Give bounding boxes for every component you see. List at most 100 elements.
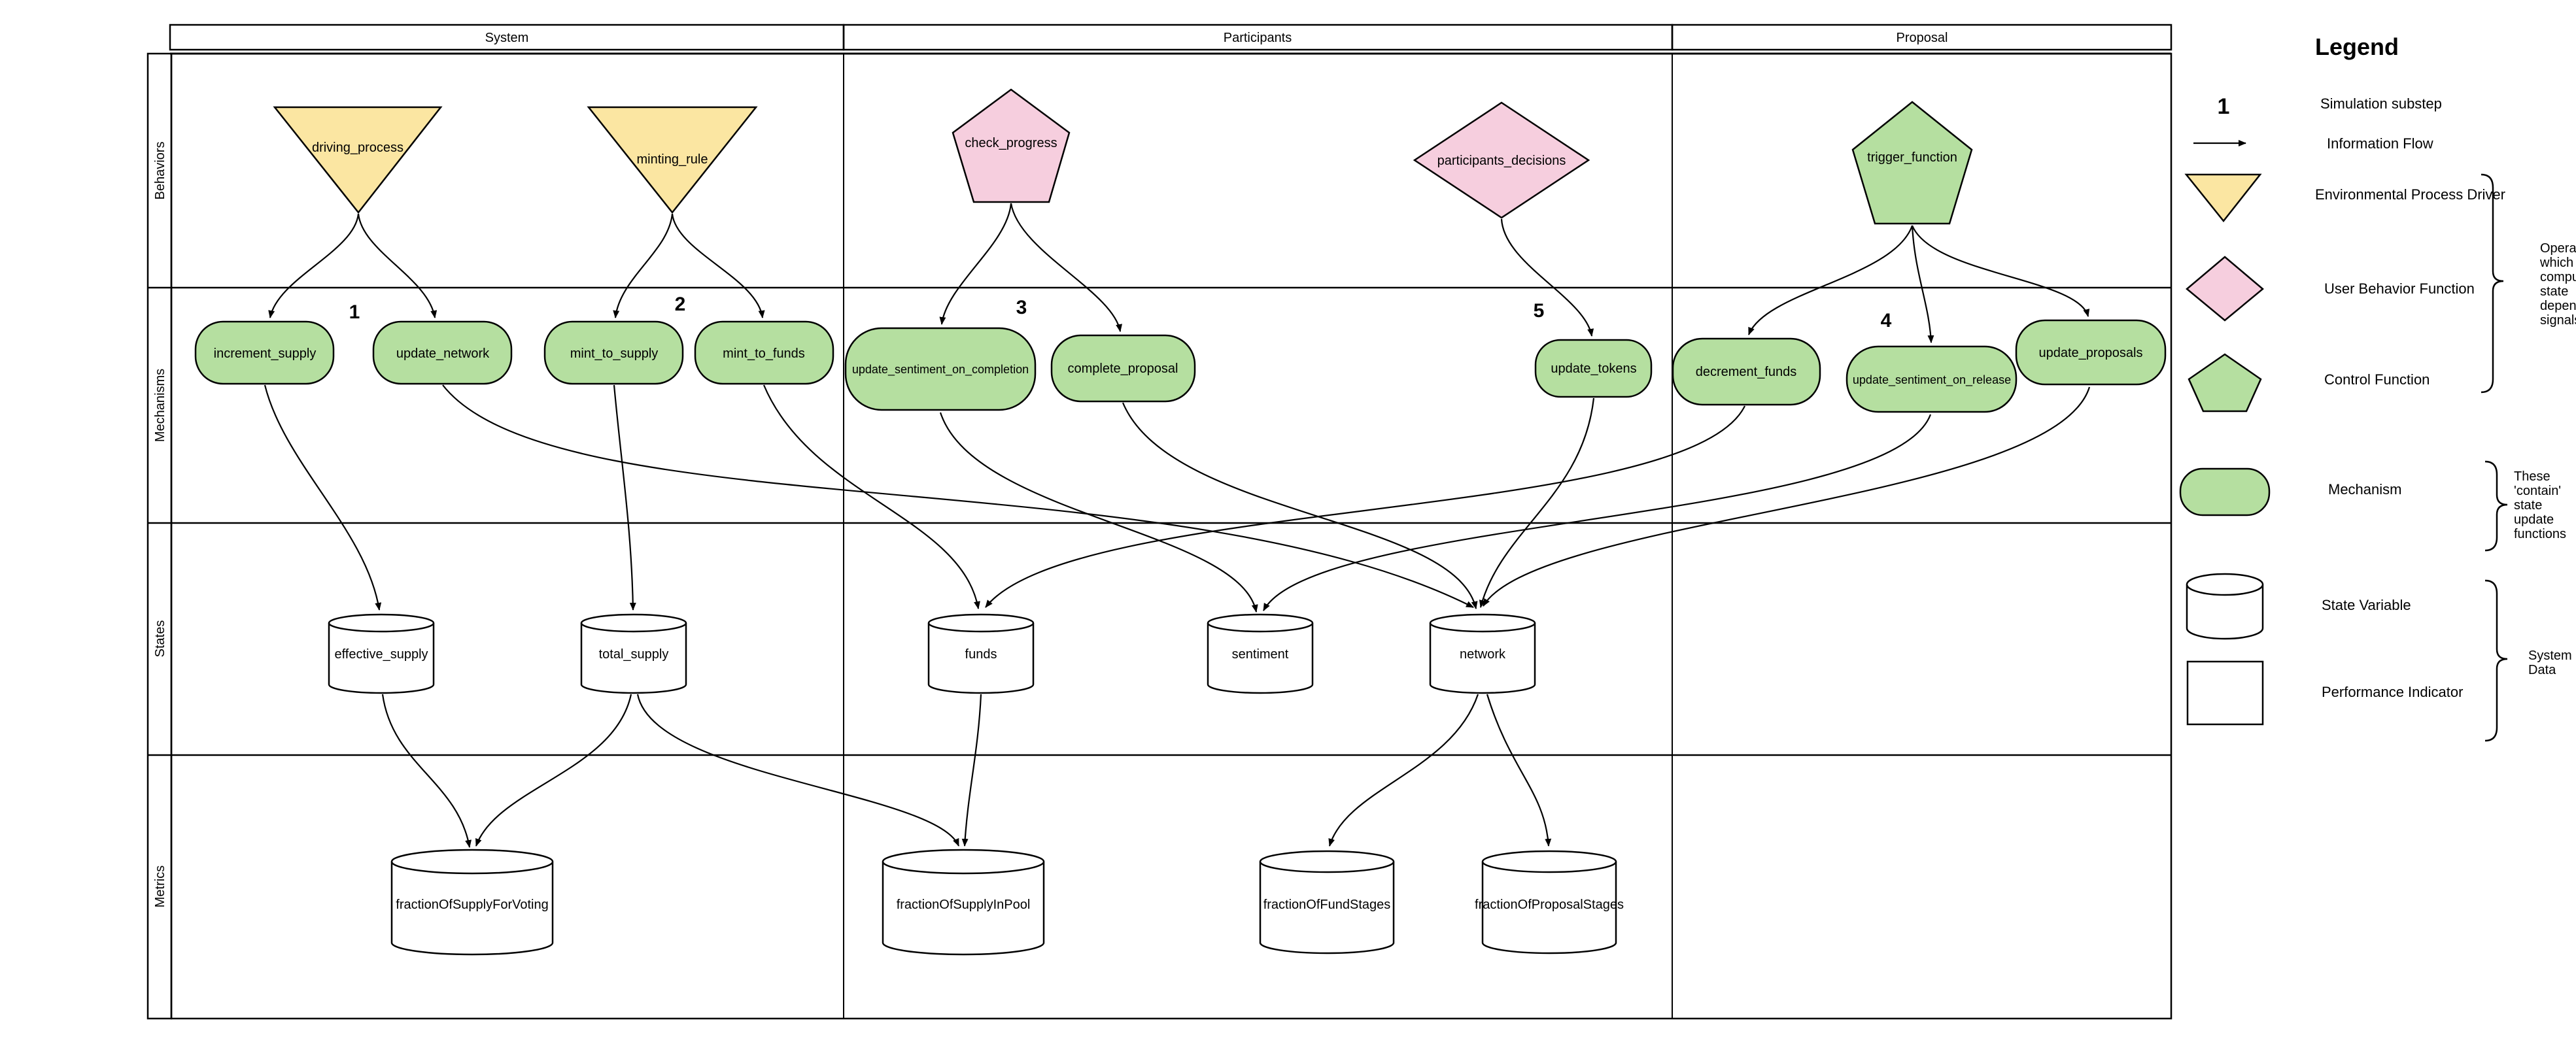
column-header-proposal-label: Proposal bbox=[1897, 31, 1948, 45]
node-fraction-of-proposal-stages-label: fractionOfProposalStages bbox=[1475, 898, 1624, 912]
legend: Legend 1 Simulation substep Information … bbox=[2179, 33, 2576, 742]
node-network[interactable]: network bbox=[1429, 613, 1536, 694]
edge-trigger_function-update_sentiment_on_release bbox=[1911, 225, 1934, 343]
node-decrement-funds[interactable] bbox=[1672, 337, 1821, 406]
edge-driving_process-increment_supply bbox=[268, 213, 360, 318]
edge-network-fractionOfProposalStages bbox=[1486, 694, 1552, 847]
state-nodes: effective_supply total_supply funds sent… bbox=[328, 613, 1536, 694]
legend-item-simulation-substep: Simulation substep bbox=[2320, 95, 2442, 112]
contain-note-line: 'contain' bbox=[2514, 484, 2561, 498]
state-variable-icon bbox=[2186, 573, 2264, 640]
node-participants-decisions-label: participants_decisions bbox=[1437, 154, 1566, 168]
lane-label-behaviors: Behaviors bbox=[153, 142, 167, 200]
node-sentiment[interactable]: sentiment bbox=[1207, 613, 1314, 694]
legend-item-mechanism: Mechanism bbox=[2328, 481, 2401, 498]
system-data-brace bbox=[2484, 579, 2508, 742]
node-mint-to-funds[interactable] bbox=[694, 320, 834, 385]
edge-update_tokens-network bbox=[1479, 397, 1595, 608]
legend-item-information-flow: Information Flow bbox=[2327, 135, 2433, 152]
legend-item-user-behavior-function: User Behavior Function bbox=[2324, 280, 2475, 297]
edge-mint_to_funds-funds bbox=[763, 384, 980, 609]
edge-effective_supply-fractionOfSupplyForVoting bbox=[381, 694, 472, 848]
node-update-network[interactable] bbox=[372, 320, 513, 385]
node-effective-supply-label: effective_supply bbox=[334, 647, 428, 662]
node-funds[interactable]: funds bbox=[927, 613, 1035, 694]
mechanism-nodes: increment_supply update_network mint_to_… bbox=[194, 319, 2167, 413]
node-minting-rule[interactable] bbox=[587, 106, 758, 214]
system-data-note: System Data bbox=[2528, 649, 2572, 677]
edge-driving_process-update_network bbox=[357, 213, 438, 318]
node-participants-decisions[interactable] bbox=[1413, 101, 1590, 219]
substep-4: 4 bbox=[1881, 310, 1892, 331]
contain-note-line: functions bbox=[2514, 527, 2566, 541]
edge-funds-fractionOfSupplyInPool bbox=[961, 694, 982, 847]
edge-minting_rule-mint_to_supply bbox=[613, 213, 674, 318]
node-update-sentiment-on-release-label: update_sentiment_on_release bbox=[1853, 373, 2011, 387]
edge-complete_proposal-network bbox=[1122, 402, 1478, 609]
node-check-progress[interactable] bbox=[952, 88, 1071, 203]
node-increment-supply[interactable] bbox=[194, 320, 335, 385]
node-mint-to-supply[interactable] bbox=[543, 320, 684, 385]
node-update-sentiment-on-completion[interactable] bbox=[844, 327, 1037, 411]
legend-item-state-variable: State Variable bbox=[2322, 597, 2411, 613]
column-header-system-label: System bbox=[485, 31, 529, 45]
behavior-nodes: driving_process minting_rule check_progr… bbox=[273, 88, 1973, 225]
substep-3: 3 bbox=[1016, 297, 1027, 318]
node-fraction-of-fund-stages[interactable]: fractionOfFundStages bbox=[1259, 850, 1395, 954]
node-driving-process[interactable] bbox=[273, 106, 443, 214]
contain-note: These 'contain' state update functions bbox=[2514, 469, 2566, 541]
node-trigger-function[interactable] bbox=[1851, 101, 1973, 225]
operators-note-line: state bbox=[2540, 284, 2568, 299]
node-complete-proposal[interactable] bbox=[1050, 334, 1196, 403]
column-header-proposal bbox=[1671, 24, 2172, 51]
metric-nodes: fractionOfSupplyForVoting fractionOfSupp… bbox=[390, 849, 1624, 956]
node-total-supply-label: total_supply bbox=[599, 647, 669, 662]
information-flow-edges bbox=[264, 203, 2091, 848]
legend-item-environmental-process-driver: Environmental Process Driver bbox=[2315, 186, 2505, 203]
node-increment-supply-label: increment_supply bbox=[214, 346, 317, 361]
edge-check_progress-complete_proposal bbox=[1010, 203, 1122, 332]
substep-2: 2 bbox=[675, 294, 686, 315]
operators-brace bbox=[2481, 173, 2504, 394]
edge-check_progress-update_sentiment_on_completion bbox=[939, 203, 1012, 325]
substep-1: 1 bbox=[349, 301, 360, 323]
node-fraction-of-proposal-stages[interactable]: fractionOfProposalStages bbox=[1475, 850, 1624, 954]
node-update-proposals-label: update_proposals bbox=[2038, 346, 2142, 360]
lane-label-metrics: Metrics bbox=[153, 866, 167, 907]
node-fraction-of-supply-for-voting[interactable]: fractionOfSupplyForVoting bbox=[390, 849, 554, 956]
user-behavior-function-icon bbox=[2186, 256, 2264, 322]
node-mint-to-supply-label: mint_to_supply bbox=[570, 346, 659, 361]
operators-note-line: Operators bbox=[2540, 241, 2576, 256]
edge-network-fractionOfFundStages bbox=[1328, 694, 1479, 847]
node-network-label: network bbox=[1460, 647, 1506, 662]
diagram-frame bbox=[170, 52, 2172, 1020]
node-fraction-of-fund-stages-label: fractionOfFundStages bbox=[1263, 898, 1391, 912]
operators-note-line: dependent bbox=[2540, 299, 2576, 313]
node-effective-supply[interactable]: effective_supply bbox=[328, 613, 435, 694]
environmental-process-driver-icon bbox=[2184, 173, 2262, 223]
node-minting-rule-label: minting_rule bbox=[637, 152, 708, 167]
edge-trigger_function-decrement_funds bbox=[1747, 225, 1914, 335]
node-funds-label: funds bbox=[965, 647, 997, 662]
edge-decrement_funds-funds bbox=[985, 405, 1745, 608]
edge-increment_supply-effective_supply bbox=[264, 384, 382, 611]
node-update-sentiment-on-release[interactable] bbox=[1846, 345, 2018, 413]
node-update-proposals[interactable] bbox=[2015, 319, 2167, 386]
node-total-supply[interactable]: total_supply bbox=[580, 613, 687, 694]
operators-note: Operators which compute state dependent … bbox=[2539, 241, 2576, 328]
node-update-tokens[interactable] bbox=[1534, 339, 1653, 398]
node-mint-to-funds-label: mint_to_funds bbox=[723, 346, 805, 361]
node-driving-process-label: driving_process bbox=[312, 141, 404, 155]
substep-5: 5 bbox=[1534, 300, 1545, 322]
lane-label-states: States bbox=[153, 620, 167, 658]
node-fraction-of-supply-in-pool[interactable]: fractionOfSupplyInPool bbox=[882, 849, 1045, 956]
edge-update_sentiment_on_release-sentiment bbox=[1263, 414, 1932, 611]
node-fraction-of-supply-in-pool-label: fractionOfSupplyInPool bbox=[897, 898, 1031, 912]
system-data-note-line: Data bbox=[2528, 663, 2556, 677]
edge-mint_to_supply-total_supply bbox=[613, 384, 636, 611]
legend-item-performance-indicator: Performance Indicator bbox=[2322, 684, 2463, 700]
system-data-note-line: System bbox=[2528, 649, 2572, 663]
edge-total_supply-fractionOfSupplyInPool bbox=[636, 694, 960, 847]
legend-item-control-function: Control Function bbox=[2324, 371, 2430, 388]
